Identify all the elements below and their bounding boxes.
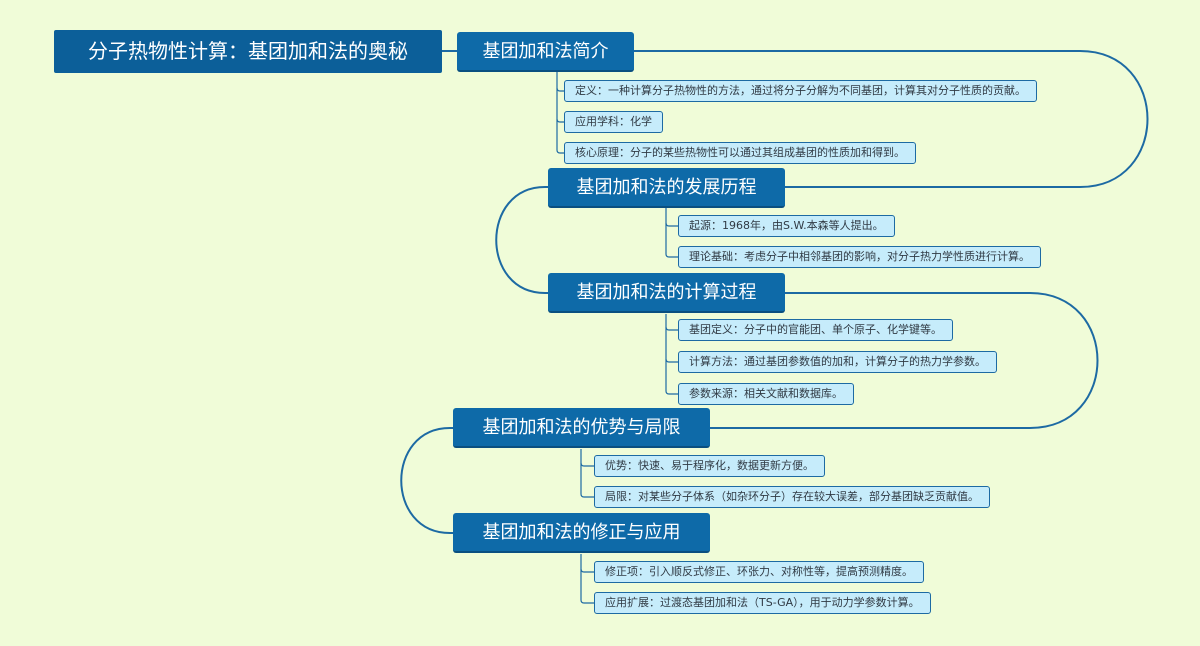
topic-history[interactable]: 基团加和法的发展历程 bbox=[548, 168, 785, 208]
leaf-advantages[interactable]: 优势：快速、易于程序化，数据更新方便。 bbox=[594, 455, 825, 477]
topic-correction-application[interactable]: 基团加和法的修正与应用 bbox=[453, 513, 710, 553]
leaf-core-principle[interactable]: 核心原理：分子的某些热物性可以通过其组成基团的性质加和得到。 bbox=[564, 142, 916, 164]
leaf-theoretical-basis[interactable]: 理论基础：考虑分子中相邻基团的影响，对分子热力学性质进行计算。 bbox=[678, 246, 1041, 268]
leaf-discipline[interactable]: 应用学科：化学 bbox=[564, 111, 663, 133]
topic-introduction[interactable]: 基团加和法简介 bbox=[457, 32, 634, 72]
leaf-parameter-source[interactable]: 参数来源：相关文献和数据库。 bbox=[678, 383, 854, 405]
leaf-correction-terms[interactable]: 修正项：引入顺反式修正、环张力、对称性等，提高预测精度。 bbox=[594, 561, 924, 583]
leaf-application-extension[interactable]: 应用扩展：过渡态基团加和法（TS-GA），用于动力学参数计算。 bbox=[594, 592, 931, 614]
leaf-origin[interactable]: 起源：1968年，由S.W.本森等人提出。 bbox=[678, 215, 895, 237]
topic-calculation-process[interactable]: 基团加和法的计算过程 bbox=[548, 273, 785, 313]
leaf-definition[interactable]: 定义：一种计算分子热物性的方法，通过将分子分解为不同基团，计算其对分子性质的贡献… bbox=[564, 80, 1037, 102]
leaf-group-definition[interactable]: 基团定义：分子中的官能团、单个原子、化学键等。 bbox=[678, 319, 953, 341]
topic-advantages-limitations[interactable]: 基团加和法的优势与局限 bbox=[453, 408, 710, 448]
root-topic[interactable]: 分子热物性计算：基团加和法的奥秘 bbox=[54, 30, 442, 73]
leaf-limitations[interactable]: 局限：对某些分子体系（如杂环分子）存在较大误差，部分基团缺乏贡献值。 bbox=[594, 486, 990, 508]
leaf-calculation-method[interactable]: 计算方法：通过基团参数值的加和，计算分子的热力学参数。 bbox=[678, 351, 997, 373]
